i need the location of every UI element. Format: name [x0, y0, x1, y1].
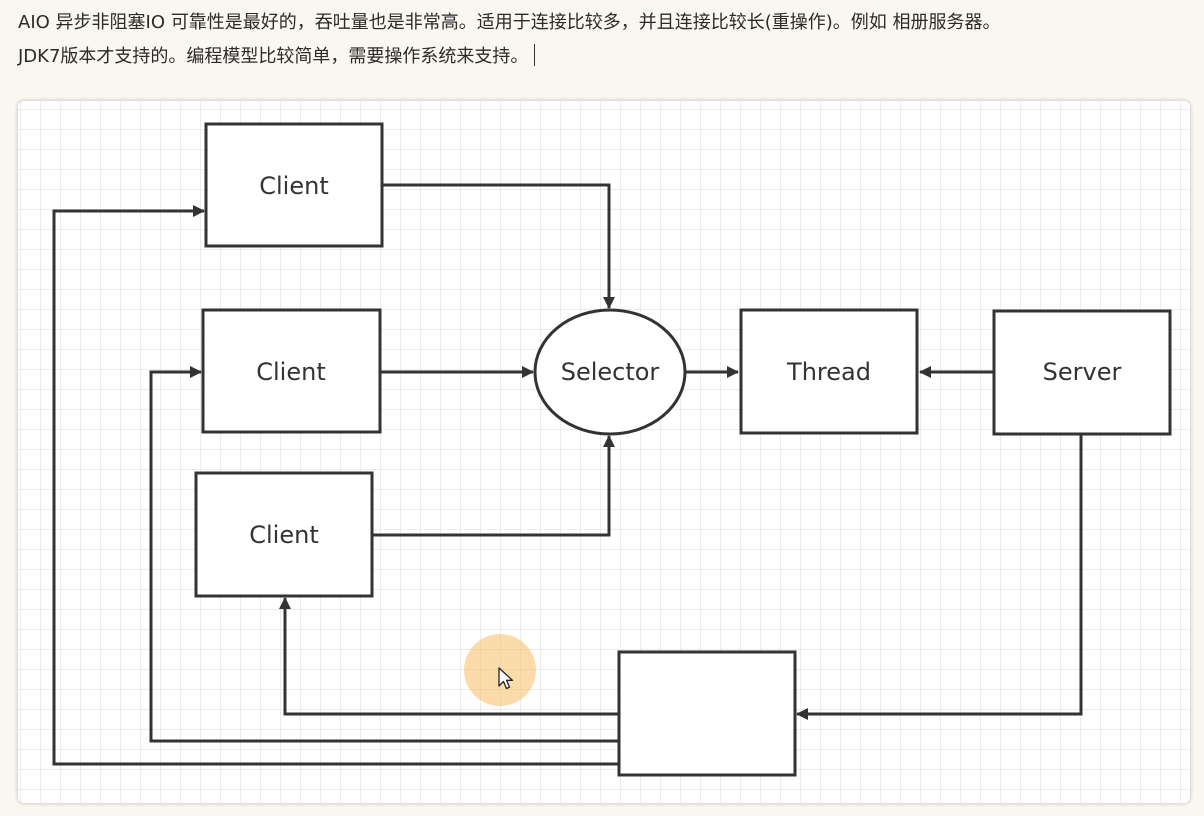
node-selector[interactable]: Selector	[533, 308, 687, 436]
text-line-2-content: JDK7版本才支持的。编程模型比较简单，需要操作系统来支持。	[18, 46, 529, 67]
thread-label: Thread	[786, 358, 871, 386]
client-bottom-label: Client	[249, 521, 318, 549]
edge-client-bottom-to-selector	[373, 435, 615, 537]
node-client-top[interactable]: Client	[204, 122, 384, 248]
client-middle-label: Client	[256, 358, 325, 386]
edge-box-to-client-middle	[149, 366, 619, 743]
node-thread[interactable]: Thread	[739, 308, 919, 435]
node-client-bottom[interactable]: Client	[194, 471, 374, 598]
connectors	[52, 183, 1083, 766]
text-line-2: JDK7版本才支持的。编程模型比较简单，需要操作系统来支持。	[18, 40, 1198, 74]
selector-label: Selector	[561, 358, 660, 386]
diagram-canvas[interactable]: Client Client Client Selector Thread Ser…	[18, 101, 1190, 803]
edge-server-to-box	[796, 433, 1083, 720]
edge-box-to-client-top	[52, 205, 619, 766]
text-caret	[534, 44, 536, 66]
server-label: Server	[1043, 358, 1122, 386]
node-client-middle[interactable]: Client	[201, 308, 382, 434]
text-line-1: AIO 异步非阻塞IO 可靠性是最好的，吞吐量也是非常高。适用于连接比较多，并且…	[18, 12, 1001, 33]
node-server[interactable]: Server	[992, 309, 1172, 436]
edge-client-top-to-selector	[383, 183, 615, 309]
mouse-pointer-icon	[498, 667, 514, 690]
edge-box-to-client-bottom	[279, 597, 619, 716]
document-text[interactable]: AIO 异步非阻塞IO 可靠性是最好的，吞吐量也是非常高。适用于连接比较多，并且…	[18, 6, 1198, 74]
flow-diagram: Client Client Client Selector Thread Ser…	[52, 122, 1172, 777]
node-unlabeled-box[interactable]	[617, 650, 797, 777]
client-top-label: Client	[259, 172, 328, 200]
